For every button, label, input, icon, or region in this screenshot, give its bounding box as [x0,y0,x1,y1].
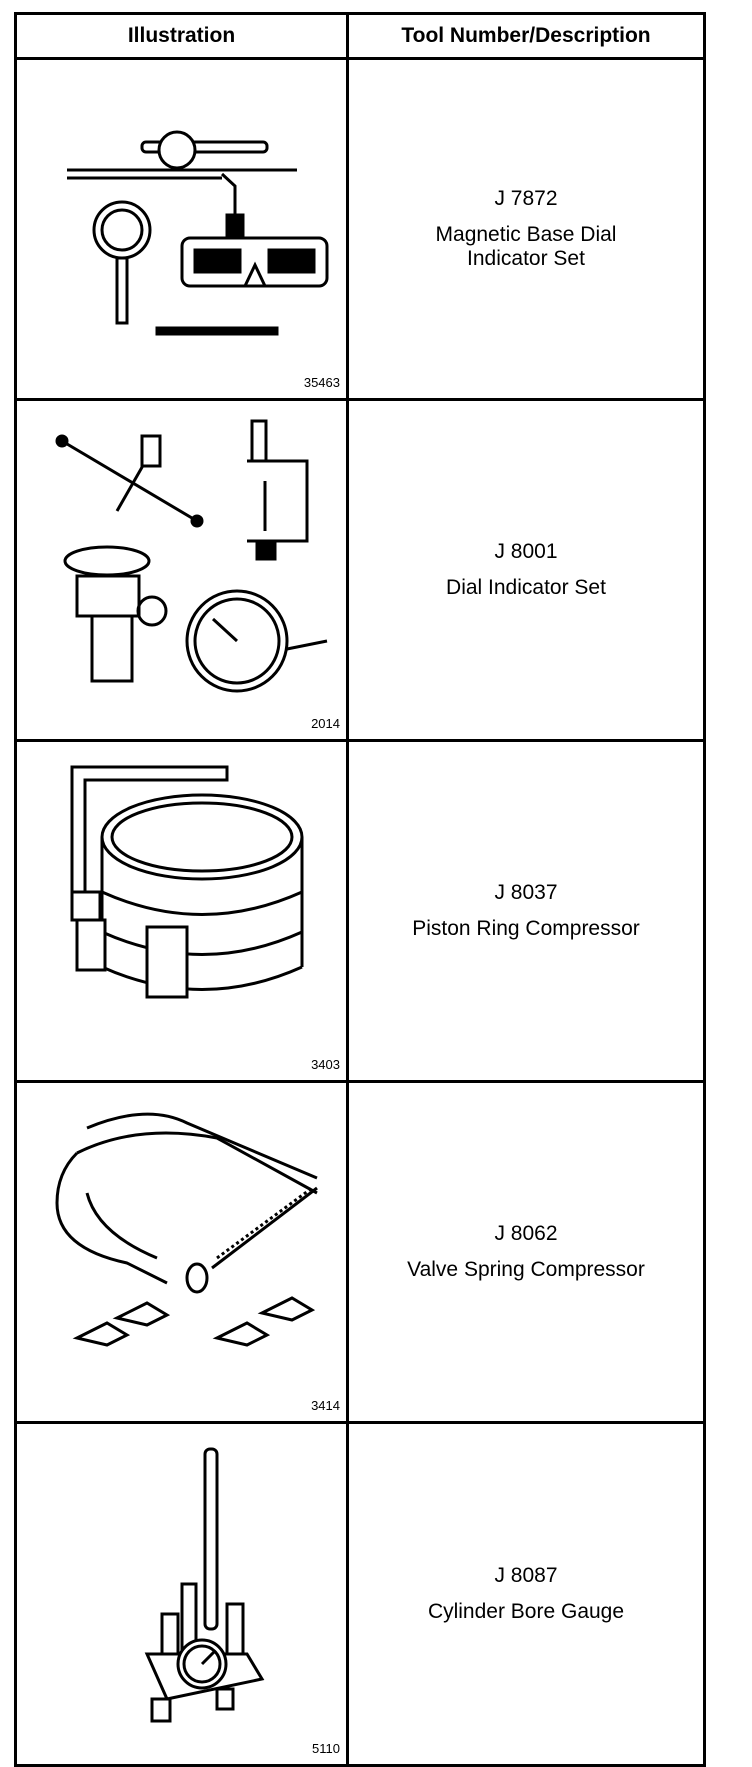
illustration-cell: 2014 [17,401,349,739]
tool-table: Illustration Tool Number/Description [14,12,706,1767]
table-row: 2014 J 8001 Dial Indicator Set [17,401,703,742]
illustration-cell: 3414 [17,1083,349,1421]
illustration-cell: 5110 [17,1424,349,1764]
tool-name: Piston Ring Compressor [412,917,640,940]
figure-number: 3403 [311,1057,340,1072]
table-row: 35463 J 7872 Magnetic Base Dial Indicato… [17,60,703,401]
tool-number: J 8037 [494,881,558,904]
illustration-cell: 35463 [17,60,349,398]
tool-name: Dial Indicator Set [446,576,606,599]
table-header: Illustration Tool Number/Description [17,15,703,60]
table-row: 3414 J 8062 Valve Spring Compressor [17,1083,703,1424]
tool-number: J 8087 [494,1564,558,1587]
illustration-cell: 3403 [17,742,349,1080]
figure-number: 35463 [303,375,340,390]
header-tool-description: Tool Number/Description [401,24,651,47]
tool-description-cell: J 7872 Magnetic Base Dial Indicator Set [349,60,703,398]
tool-description-cell: J 8001 Dial Indicator Set [349,401,703,739]
tool-number: J 8001 [494,540,558,563]
tool-description-cell: J 8037 Piston Ring Compressor [349,742,703,1080]
figure-number: 5110 [312,1741,340,1756]
tool-name: Cylinder Bore Gauge [427,1600,625,1623]
tool-name: Magnetic Base Dial Indicator Set [435,223,617,270]
tool-number: J 8062 [494,1222,558,1245]
figure-number: 3414 [311,1398,340,1413]
tool-description-cell: J 8087 Cylinder Bore Gauge [349,1424,703,1764]
table-row: 3403 J 8037 Piston Ring Compressor [17,742,703,1083]
dial-indicator-set-icon [55,419,328,693]
figure-number: 2014 [311,716,340,731]
table-row: 5110 J 8087 Cylinder Bore Gauge [17,1424,703,1764]
valve-spring-compressor-icon [55,1112,318,1347]
tool-number: J 7872 [494,187,558,210]
cylinder-bore-gauge-icon [144,1447,265,1723]
piston-ring-compressor-icon [70,765,304,999]
tool-name: Valve Spring Compressor [407,1258,645,1281]
tool-description-cell: J 8062 Valve Spring Compressor [349,1083,703,1421]
header-illustration: Illustration [17,15,349,57]
magnetic-base-dial-indicator-icon [67,130,329,336]
